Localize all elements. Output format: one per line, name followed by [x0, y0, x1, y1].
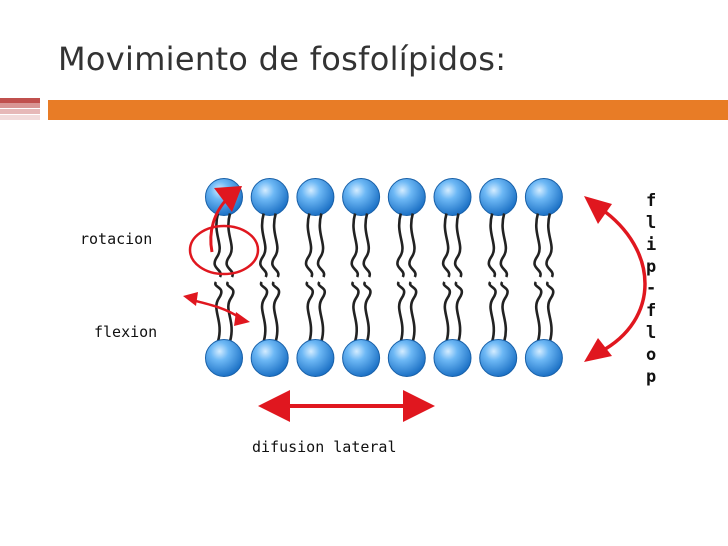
flip-flop-letter-7: l	[646, 323, 656, 343]
bottom-tail	[533, 281, 543, 342]
title-rule-accent	[48, 100, 728, 120]
bottom-head	[205, 339, 243, 377]
rule-band-3	[0, 109, 40, 114]
bottom-head	[479, 339, 518, 377]
top-layer-heads	[205, 178, 563, 216]
bottom-tail	[454, 281, 464, 342]
bottom-tail	[317, 281, 327, 342]
top-tail	[533, 213, 542, 278]
flip-flop-arrowhead-bottom	[584, 338, 612, 362]
bottom-tail	[545, 281, 555, 342]
bottom-tail	[259, 281, 269, 342]
bottom-tail	[396, 281, 406, 342]
flip-flop-arrow	[598, 206, 647, 354]
top-tail	[259, 213, 268, 278]
top-head	[479, 178, 518, 216]
bottom-tail	[363, 281, 372, 342]
bottom-layer-tails	[214, 281, 555, 342]
top-tail	[350, 213, 360, 278]
flexion-arrowhead-right	[234, 312, 250, 326]
lateral-arrowhead-right	[403, 390, 435, 422]
top-tail	[441, 213, 451, 278]
rotation-arrowhead	[214, 186, 242, 212]
rotation-circle	[188, 224, 260, 276]
label-rotation: rotacion	[80, 230, 152, 248]
top-tail	[225, 213, 234, 278]
top-tail	[316, 213, 326, 278]
flexion-arrowhead-left	[183, 292, 198, 306]
flip-flop-letter-6: f	[646, 301, 656, 321]
top-tail	[271, 213, 280, 278]
top-tail	[487, 213, 497, 278]
top-head	[433, 178, 472, 216]
rule-band-4	[0, 115, 40, 120]
lateral-arrowhead-left	[258, 390, 290, 422]
top-head	[387, 178, 426, 216]
bottom-tail	[408, 281, 418, 342]
top-tail	[396, 213, 405, 278]
bottom-head	[387, 339, 426, 377]
bottom-tail	[351, 281, 360, 342]
bottom-tail	[226, 281, 235, 342]
slide-title: Movimiento de fosfolípidos:	[58, 40, 507, 78]
bottom-tail	[442, 281, 452, 342]
rule-band-1	[0, 98, 40, 103]
bottom-tail	[214, 281, 223, 342]
bottom-tail	[488, 281, 497, 342]
top-tail	[545, 213, 554, 278]
bottom-tail	[271, 281, 281, 342]
flip-flop-letter-4: p	[646, 257, 656, 277]
bottom-head	[250, 339, 289, 377]
bottom-head	[296, 339, 335, 377]
top-tail	[453, 213, 463, 278]
flip-flop-letter-3: i	[646, 235, 656, 255]
label-flexion: flexion	[94, 323, 157, 341]
top-tail	[499, 213, 509, 278]
flip-flop-arrowhead-top	[584, 196, 612, 224]
rule-band-2	[0, 103, 40, 108]
bottom-tail	[305, 281, 315, 342]
flip-flop-letter-5: -	[646, 278, 656, 298]
title-rule-left	[0, 98, 40, 120]
bottom-head	[342, 339, 381, 377]
bottom-head	[433, 339, 472, 377]
top-tail	[304, 213, 314, 278]
bottom-layer-heads	[205, 339, 563, 377]
label-lateral-diffusion: difusion lateral	[252, 438, 397, 456]
bottom-head	[524, 339, 563, 377]
top-head	[524, 178, 563, 216]
top-tail	[362, 213, 372, 278]
flip-flop-letter-9: p	[646, 367, 656, 387]
top-layer-tails	[213, 213, 554, 278]
label-flip-flop: f l i p - f l o p	[646, 191, 656, 387]
top-head	[342, 178, 381, 216]
flip-flop-letter-8: o	[646, 345, 656, 365]
top-head	[296, 178, 335, 216]
top-head	[250, 178, 289, 216]
top-tail	[408, 213, 417, 278]
top-tail	[213, 213, 222, 278]
flip-flop-letter-1: f	[646, 191, 656, 211]
bottom-tail	[500, 281, 509, 342]
flip-flop-letter-2: l	[646, 213, 656, 233]
